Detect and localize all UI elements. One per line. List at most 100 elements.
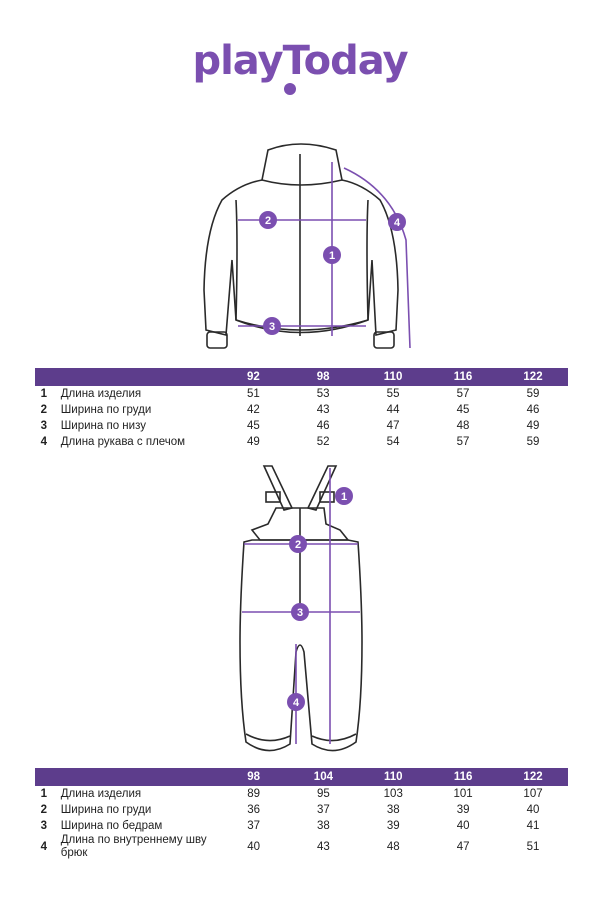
cell-value: 55: [386, 388, 400, 400]
brand-logo: playToday: [192, 38, 408, 84]
cell-value: 46: [526, 404, 540, 416]
overalls-size-header: 122: [498, 768, 568, 786]
row-label: Ширина по бедрам: [60, 819, 163, 832]
cell-value: 48: [456, 420, 470, 432]
table-row: 3 Ширина по низу 45 46 47 48 49: [35, 418, 568, 434]
jacket-collar: [261, 143, 343, 186]
cell-value: 40: [247, 841, 260, 853]
jacket-seam-right: [366, 199, 369, 321]
cell-value: 52: [316, 436, 330, 448]
table-row: 3 Ширина по бедрам 37 38 39 40 41: [35, 818, 568, 834]
row-label: Длина изделия: [60, 787, 142, 800]
overalls-size-header: 116: [428, 768, 499, 786]
row-number: 1: [40, 388, 48, 400]
cell-value: 107: [523, 788, 543, 800]
row-number: 2: [40, 804, 48, 816]
cell-value: 39: [386, 820, 400, 832]
row-number: 2: [40, 404, 48, 416]
overalls-strap-left: [262, 465, 294, 511]
row-number: 4: [40, 436, 48, 448]
jacket-seam-left: [235, 199, 238, 321]
overalls-marker-2: [289, 535, 307, 553]
jacket-size-header: 110: [358, 368, 429, 386]
overalls-size-header: 98: [218, 768, 289, 786]
jacket-marker-4-label: 4: [394, 217, 401, 229]
overalls-marker-4: [287, 693, 305, 711]
overalls-buckle-right: [319, 491, 335, 503]
row-number: 1: [40, 788, 48, 800]
row-number: 3: [40, 820, 48, 832]
row-label: Ширина по низу: [60, 419, 146, 432]
cell-value: 47: [456, 841, 470, 853]
jacket-size-header: 98: [288, 368, 359, 386]
row-number: 3: [40, 420, 48, 432]
cell-value: 59: [526, 388, 540, 400]
overalls-body: [239, 539, 363, 752]
jacket-marker-2-label: 2: [265, 215, 271, 227]
cell-value: 43: [316, 404, 330, 416]
overalls-marker-3-label: 3: [297, 607, 303, 619]
jacket-cuff-left: [206, 331, 228, 349]
cell-value: 48: [386, 841, 400, 853]
cell-value: 42: [246, 404, 260, 416]
cell-value: 40: [526, 804, 540, 816]
cell-value: 47: [386, 420, 400, 432]
jacket-size-header: 116: [428, 368, 498, 386]
cell-value: 41: [526, 820, 540, 832]
jacket-size-header: 122: [498, 368, 568, 386]
overalls-size-table: 98 104 110 116 122 1 Длина изделия 89 95…: [35, 768, 568, 860]
overalls-buckle-left: [265, 491, 281, 503]
cell-value: 57: [456, 388, 470, 400]
cell-value: 43: [317, 841, 330, 853]
jacket-hem: [235, 319, 369, 334]
cell-value: 37: [317, 804, 330, 816]
cell-value: 57: [456, 436, 470, 448]
cell-value: 46: [316, 420, 330, 432]
overalls-marker-1: [335, 487, 353, 505]
overalls-size-header-row: 98 104 110 116 122: [35, 768, 568, 786]
brand-logo-dot: [284, 83, 296, 95]
overalls-header-blank: [35, 768, 53, 786]
jacket-size-header-row: 92 98 110 116 122: [35, 368, 568, 386]
cell-value: 38: [317, 820, 330, 832]
table-row: 4 Длина рукава с плечом 49 52 54 57 59: [35, 434, 568, 450]
cell-value: 40: [456, 820, 470, 832]
table-row: 1 Длина изделия 51 53 55 57 59: [35, 386, 568, 402]
cell-value: 49: [246, 436, 260, 448]
jacket-marker-4: [388, 213, 406, 231]
row-label: Длина изделия: [60, 387, 142, 400]
row-label: Ширина по груди: [60, 803, 152, 816]
jacket-header-blank: [35, 368, 53, 386]
cell-value: 44: [386, 404, 400, 416]
row-number: 4: [40, 841, 48, 853]
row-label: Ширина по груди: [60, 403, 152, 416]
table-row: 1 Длина изделия 89 95 103 101 107: [35, 786, 568, 802]
cell-value: 36: [247, 804, 260, 816]
overalls-marker-3: [291, 603, 309, 621]
cell-value: 95: [317, 788, 330, 800]
overalls-cuff-right: [311, 733, 357, 742]
overalls-strap-right: [306, 465, 338, 511]
cell-value: 54: [386, 436, 400, 448]
cell-value: 49: [526, 420, 540, 432]
overalls-header-blank-label: [52, 768, 219, 786]
cell-value: 101: [453, 788, 473, 800]
jacket-drawing: 1 2 3 4: [0, 140, 600, 360]
cell-value: 37: [247, 820, 260, 832]
overalls-marker-1-label: 1: [341, 491, 347, 503]
cell-value: 39: [456, 804, 470, 816]
jacket-header-blank-label: [52, 368, 219, 386]
jacket-marker-1-label: 1: [329, 250, 335, 262]
overalls-marker-2-label: 2: [295, 539, 301, 551]
cell-value: 51: [526, 841, 540, 853]
table-row: 2 Ширина по груди 36 37 38 39 40: [35, 802, 568, 818]
overalls-cuff-left: [245, 733, 291, 742]
jacket-cuff-right: [373, 331, 395, 349]
jacket-size-header: 92: [218, 368, 289, 386]
cell-value: 103: [383, 788, 403, 800]
cell-value: 53: [316, 388, 330, 400]
cell-value: 45: [246, 420, 260, 432]
jacket-body: [203, 179, 399, 337]
jacket-marker-2: [259, 211, 277, 229]
overalls-drawing: 1 2 3 4: [0, 462, 600, 758]
